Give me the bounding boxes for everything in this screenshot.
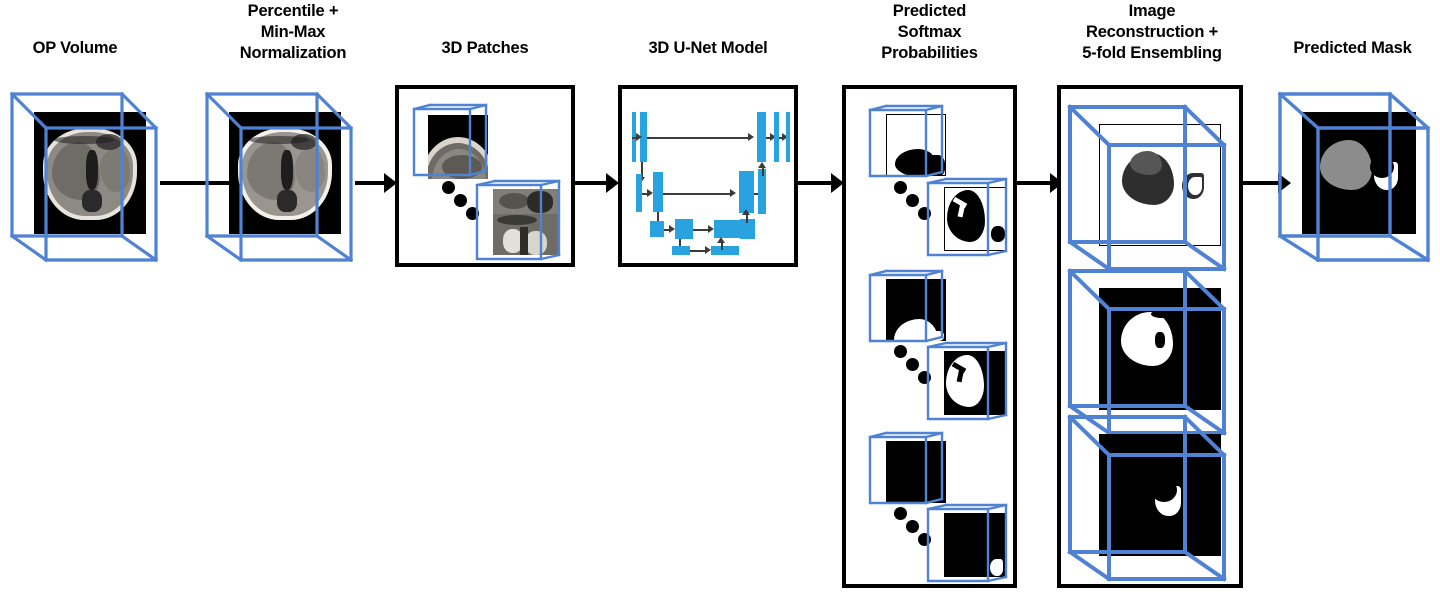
unet-framebox bbox=[618, 85, 798, 267]
unet-block-enc1b bbox=[640, 112, 647, 162]
predicted-mask-slice bbox=[1302, 112, 1416, 234]
normalization-title-line-1: Percentile + bbox=[247, 2, 339, 20]
cube-wireframe bbox=[868, 104, 944, 178]
reconstruction-volume-spleen bbox=[1067, 407, 1237, 583]
unet-skip-2 bbox=[663, 189, 739, 198]
unet-block-dec2a bbox=[739, 171, 754, 213]
predicted-mask-cube bbox=[1277, 84, 1433, 264]
patch-cube-1 bbox=[412, 103, 490, 181]
softmax-patch-spleen-first-slice bbox=[886, 441, 946, 503]
softmax-patch-liver-last-slice bbox=[944, 351, 1006, 415]
patch-cube-2-slice bbox=[493, 189, 559, 255]
unet-block-dec3b bbox=[740, 219, 755, 239]
reconstruction-volume-liver bbox=[1067, 261, 1237, 437]
cube-wireframe bbox=[412, 103, 488, 177]
reconstruction-volume-background bbox=[1067, 97, 1237, 273]
normalization-title-line-2: Min-Max bbox=[260, 23, 326, 41]
unet-arrow-enc3 bbox=[664, 225, 676, 234]
reconstruction-framebox bbox=[1057, 85, 1243, 588]
unet-arrow-enc2 bbox=[642, 189, 654, 198]
softmax-title-line-2: Softmax bbox=[897, 23, 962, 41]
unet-skip-3 bbox=[693, 225, 715, 234]
stage-title-predicted-mask: Predicted Mask bbox=[1293, 39, 1412, 57]
softmax-patch-bg-first-slice bbox=[886, 114, 946, 176]
normalization-title-line-3: Normalization bbox=[239, 44, 347, 62]
softmax-framebox bbox=[842, 85, 1017, 588]
unet-skip-1 bbox=[647, 133, 757, 142]
stage-title-op-volume: OP Volume bbox=[32, 39, 118, 57]
cube-wireframe bbox=[926, 177, 1008, 257]
unet-block-enc2a bbox=[636, 174, 642, 212]
unet-arrow-bottleneck bbox=[690, 246, 712, 255]
arrow-normalization-to-patches bbox=[355, 173, 397, 193]
unet-block-dec1b bbox=[774, 112, 779, 162]
unet-up-2 bbox=[742, 209, 751, 223]
unet-block-dec2b bbox=[758, 169, 766, 214]
cube-wireframe bbox=[926, 503, 1008, 583]
arrow-patches-to-unet bbox=[575, 173, 619, 193]
softmax-patch-spleen-last-slice bbox=[944, 513, 1006, 577]
softmax-patch-bg-last bbox=[926, 177, 1010, 259]
stage-title-patches: 3D Patches bbox=[441, 39, 529, 57]
unet-block-bottleneck-b bbox=[711, 246, 739, 255]
cube-wireframe bbox=[868, 431, 944, 505]
reconstruction-title-line-1: Image bbox=[1128, 2, 1176, 20]
patch-image-2 bbox=[493, 189, 559, 255]
stage-title-softmax: Predicted Softmax Probabilities bbox=[842, 1, 1017, 64]
cube-wireframe bbox=[475, 179, 561, 261]
patches-framebox bbox=[395, 85, 575, 267]
unet-arrow-dec1a bbox=[766, 133, 776, 142]
unet-block-enc2b bbox=[653, 172, 663, 212]
cube-wireframe bbox=[926, 341, 1008, 421]
softmax-patch-liver-first-slice bbox=[886, 279, 946, 341]
softmax-patch-spleen-last bbox=[926, 503, 1010, 585]
cube-wireframe bbox=[9, 91, 159, 263]
unet-diagram bbox=[622, 89, 794, 263]
unet-block-bottleneck-a bbox=[672, 246, 690, 255]
unet-up-3 bbox=[717, 237, 726, 250]
softmax-patch-bg-last-slice bbox=[944, 187, 1006, 251]
softmax-patch-bg-first bbox=[868, 104, 946, 182]
patch-cube-2 bbox=[475, 179, 563, 263]
cube-wireframe bbox=[1277, 91, 1431, 263]
unet-block-enc3b bbox=[675, 219, 693, 239]
patches-ellipsis bbox=[442, 181, 482, 221]
patch-image-1 bbox=[428, 115, 488, 179]
stage-title-unet: 3D U-Net Model bbox=[648, 39, 768, 57]
stage-title-normalization: Percentile + Min-Max Normalization bbox=[193, 1, 393, 64]
reconstruction-title-line-3: 5-fold Ensembling bbox=[1082, 44, 1222, 62]
unet-up-1 bbox=[758, 162, 767, 176]
softmax-patch-liver-first bbox=[868, 269, 946, 347]
unet-arrow-enc1 bbox=[632, 133, 642, 142]
op-volume-cube bbox=[9, 84, 160, 264]
arrow-unet-to-softmax bbox=[798, 173, 844, 193]
cube-wireframe bbox=[204, 91, 354, 263]
reconstruction-title-line-2: Reconstruction + bbox=[1085, 23, 1219, 41]
unet-arrow-out bbox=[779, 133, 788, 142]
cube-wireframe bbox=[868, 269, 944, 343]
normalized-volume-cube bbox=[204, 84, 355, 264]
unet-block-dec1a bbox=[757, 112, 766, 162]
softmax-patch-spleen-first bbox=[868, 431, 946, 509]
stage-title-reconstruction: Image Reconstruction + 5-fold Ensembling bbox=[1047, 1, 1257, 64]
softmax-patch-liver-last bbox=[926, 341, 1010, 423]
cube-wireframe bbox=[1067, 104, 1227, 272]
softmax-title-line-3: Probabilities bbox=[881, 44, 978, 62]
softmax-title-line-1: Predicted bbox=[892, 2, 967, 20]
unet-block-output bbox=[786, 112, 790, 162]
cube-wireframe bbox=[1067, 414, 1227, 582]
cube-wireframe bbox=[1067, 268, 1227, 436]
unet-block-enc3a bbox=[650, 221, 664, 237]
patch-cube-1-slice bbox=[428, 115, 488, 179]
unet-block-dec3a bbox=[714, 220, 741, 238]
